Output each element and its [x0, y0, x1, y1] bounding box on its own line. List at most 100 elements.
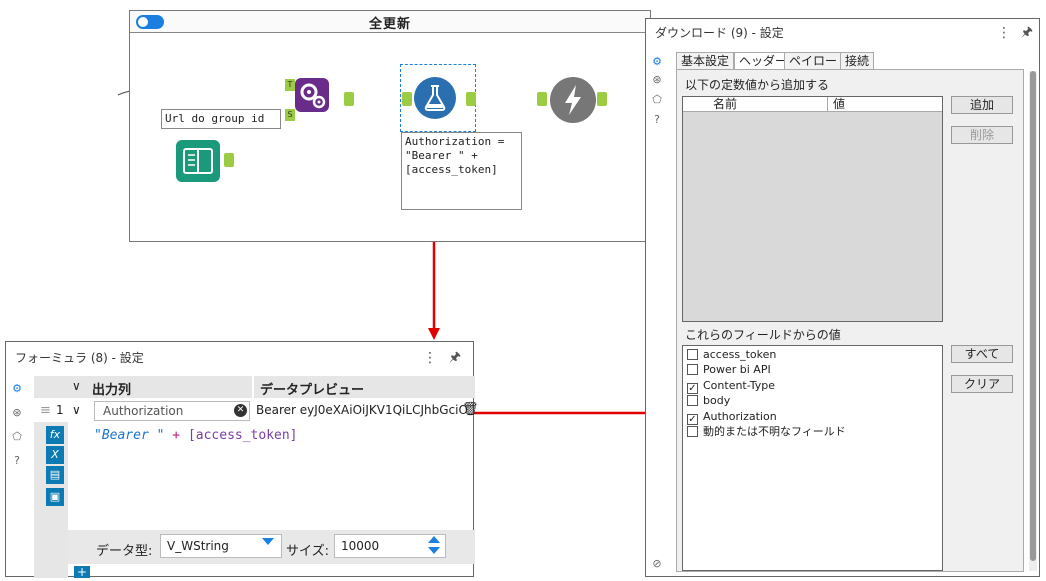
- row-number: 1: [56, 403, 64, 417]
- checkbox[interactable]: [687, 364, 698, 375]
- formula-panel-menu-icon[interactable]: ⋮: [423, 350, 437, 366]
- container-toggle[interactable]: [136, 15, 164, 29]
- column-separator: [252, 376, 254, 398]
- generator-output-anchor[interactable]: [344, 92, 354, 106]
- arrows-icon[interactable]: ⊛: [12, 406, 22, 419]
- anchor-t[interactable]: T: [285, 79, 295, 91]
- download-output-anchor[interactable]: [597, 92, 607, 106]
- stepper-up-icon[interactable]: [428, 536, 440, 543]
- checkbox-checked[interactable]: ✓: [687, 414, 698, 425]
- checkbox[interactable]: [687, 426, 698, 437]
- arrows-icon[interactable]: ⊛: [652, 73, 662, 86]
- column-preview: データプレビュー: [260, 383, 365, 398]
- help-icon[interactable]: ?: [14, 454, 20, 467]
- text-input-tool[interactable]: [176, 140, 220, 182]
- container-header: 全更新: [130, 11, 650, 33]
- workflow-container[interactable]: 全更新: [129, 10, 651, 242]
- checkbox-checked[interactable]: ✓: [687, 383, 698, 394]
- container-title: 全更新: [368, 17, 411, 32]
- expression-editor[interactable]: "Bearer " + [access_token]: [94, 428, 298, 443]
- trash-icon[interactable]: 🗑: [462, 402, 479, 417]
- scrollbar-thumb[interactable]: [1030, 71, 1036, 561]
- column-name: 名前: [713, 97, 738, 111]
- save-icon[interactable]: ▣: [46, 488, 64, 506]
- output-field-select[interactable]: Authorization: [94, 401, 250, 421]
- formula-row[interactable]: ≡ 1 ∨ Authorization ✕ Bearer eyJ0eXAiOiJ…: [34, 400, 479, 422]
- gear-icon[interactable]: ⚙: [652, 55, 662, 68]
- download-tool[interactable]: [550, 77, 596, 123]
- formula-side-rail: ⚙ ⊛ ⬠ ?: [6, 378, 28, 578]
- field-checkbox-access-token[interactable]: access_token: [687, 348, 776, 363]
- size-input[interactable]: 10000: [334, 534, 446, 558]
- tab-connection[interactable]: 接続: [840, 52, 875, 70]
- tab-headers[interactable]: ヘッダー: [734, 52, 793, 71]
- tag-icon[interactable]: ⬠: [652, 93, 662, 106]
- expression-string: "Bearer ": [94, 428, 165, 443]
- formula-output-anchor[interactable]: [466, 92, 476, 106]
- checkbox[interactable]: [687, 395, 698, 406]
- clear-button[interactable]: クリア: [951, 375, 1013, 393]
- preview-value: Bearer eyJ0eXAiOiJKV1QiLCJhbGciO: [256, 403, 468, 417]
- tag-icon[interactable]: ⬠: [12, 430, 22, 443]
- checkbox[interactable]: [687, 349, 698, 360]
- data-type-label: データ型:: [96, 544, 153, 559]
- variable-icon[interactable]: X: [46, 446, 64, 464]
- download-side-rail: ⚙ ⊛ ⬠ ? ⊘: [646, 53, 668, 573]
- formula-tool[interactable]: [414, 77, 456, 119]
- add-formula-button[interactable]: +: [74, 566, 90, 578]
- type-settings-bar: データ型: V_WString サイズ: 10000: [68, 530, 475, 564]
- download-panel-pin-icon[interactable]: 🖈: [1020, 25, 1033, 40]
- input-output-anchor[interactable]: [224, 153, 234, 167]
- lightning-icon: [565, 85, 581, 115]
- flask-icon: [424, 85, 446, 111]
- download-panel-menu-icon[interactable]: ⋮: [997, 25, 1011, 41]
- size-label: サイズ:: [286, 544, 329, 559]
- formula-table-header: ∨ 出力列 データプレビュー: [34, 376, 475, 398]
- tab-payload[interactable]: ペイロード: [784, 52, 855, 70]
- column-separator: [827, 97, 828, 112]
- arrow-down-head: [428, 328, 440, 340]
- field-checkbox-authorization[interactable]: ✓Authorization: [687, 410, 777, 425]
- field-checkbox-dynamic[interactable]: 動的または不明なフィールド: [687, 425, 846, 440]
- stepper-down-icon[interactable]: [428, 547, 440, 554]
- book-icon: [183, 148, 213, 174]
- formula-input-anchor[interactable]: [402, 92, 412, 106]
- delete-button[interactable]: 削除: [951, 126, 1013, 144]
- formula-panel-pin-icon[interactable]: 🖈: [448, 350, 461, 365]
- url-annotation: Url do group id: [161, 109, 281, 129]
- download-input-anchor[interactable]: [537, 92, 547, 106]
- help-icon[interactable]: ?: [654, 113, 660, 126]
- header-table-head: 名前 値: [683, 97, 942, 112]
- column-output: 出力列: [92, 383, 132, 398]
- formula-settings-panel: フォーミュラ (8) - 設定 ⋮ 🖈 ⚙ ⊛ ⬠ ? ∨ 出力列 データプレビ…: [5, 341, 479, 578]
- gear-icon[interactable]: ⚙: [12, 382, 22, 395]
- column-value: 値: [833, 97, 846, 111]
- formula-annotation: Authorization = "Bearer " + [access_toke…: [401, 132, 522, 210]
- field-checkbox-power-bi-api[interactable]: Power bi API: [687, 363, 771, 378]
- field-checkbox-content-type[interactable]: ✓Content-Type: [687, 379, 775, 394]
- open-folder-icon[interactable]: ▤: [46, 466, 64, 484]
- function-icon[interactable]: fx: [46, 426, 64, 444]
- drag-handle-icon[interactable]: ≡: [40, 403, 51, 418]
- check-circle-icon[interactable]: ⊘: [652, 557, 662, 570]
- clear-icon[interactable]: ✕: [234, 404, 247, 417]
- data-type-select[interactable]: V_WString: [160, 534, 282, 558]
- generate-rows-tool[interactable]: [295, 78, 329, 112]
- field-checkbox-body[interactable]: body: [687, 394, 730, 409]
- formula-panel-title: フォーミュラ (8) - 設定: [15, 351, 144, 365]
- chevron-down-icon[interactable]: [262, 538, 274, 545]
- gears-icon: [300, 83, 326, 109]
- select-all-button[interactable]: すべて: [951, 345, 1013, 363]
- header-constants-table[interactable]: 名前 値: [682, 96, 943, 322]
- expression-operator: +: [172, 428, 181, 443]
- constants-label: 以下の定数値から追加する: [685, 78, 830, 92]
- row-chevron-icon[interactable]: ∨: [72, 403, 81, 417]
- collapse-all-chevron-icon[interactable]: ∨: [72, 379, 81, 393]
- add-button[interactable]: 追加: [951, 96, 1013, 114]
- fields-checklist: access_token Power bi API ✓Content-Type …: [682, 345, 943, 571]
- anchor-s[interactable]: S: [285, 109, 295, 121]
- headers-tab-content: 以下の定数値から追加する 名前 値 追加 削除 これらのフィールドからの値 ac…: [676, 69, 1024, 572]
- tab-basic[interactable]: 基本設定: [676, 52, 735, 70]
- expression-field: [access_token]: [187, 428, 298, 443]
- download-panel-title: ダウンロード (9) - 設定: [655, 26, 784, 40]
